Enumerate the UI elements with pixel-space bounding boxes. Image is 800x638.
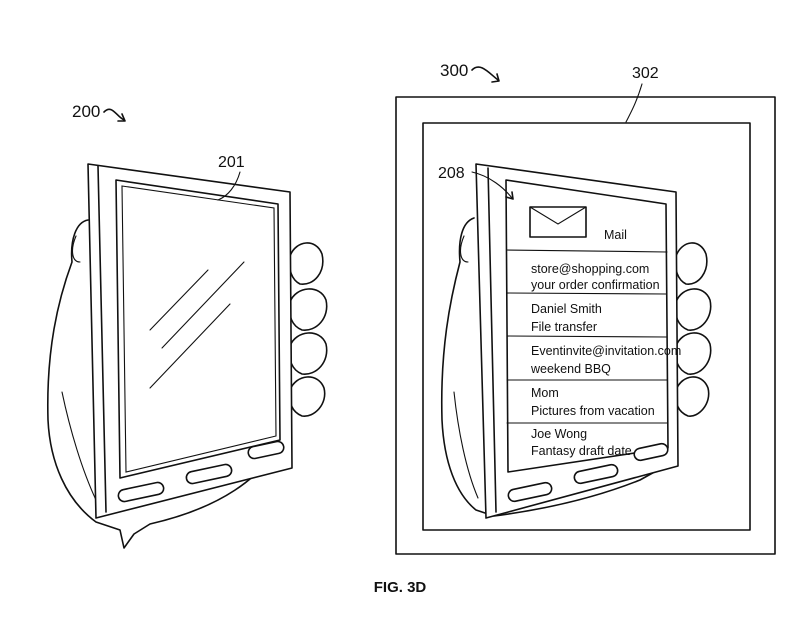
ref-arrowhead-200 <box>117 113 126 122</box>
ref-label-300: 300 <box>440 61 468 80</box>
system-300: 300 302 Mail store@ <box>395 61 776 555</box>
finger-right-2 <box>674 288 712 331</box>
glare-line-1 <box>149 269 209 331</box>
mail-item-sender: Joe Wong <box>531 427 587 441</box>
mail-item-sender: Daniel Smith <box>531 302 602 316</box>
mail-item-sender: Eventinvite@invitation.com <box>531 344 681 358</box>
mail-item[interactable]: store@shopping.com your order confirmati… <box>531 262 660 292</box>
finger-1 <box>288 242 324 285</box>
mail-divider-1 <box>506 292 668 295</box>
ref-label-208: 208 <box>438 165 465 182</box>
ref-leader-302 <box>625 83 643 123</box>
palm-crease <box>61 391 97 501</box>
envelope-flap <box>529 206 587 225</box>
finger-right-1 <box>674 242 708 285</box>
thumb-crease-right <box>459 235 469 263</box>
finger-4 <box>288 376 326 417</box>
ref-arrow-300 <box>471 66 499 81</box>
ref-arrowhead-208 <box>505 191 514 200</box>
mail-item[interactable]: Daniel Smith File transfer <box>531 302 602 334</box>
mail-item-subject: Fantasy draft date <box>531 444 632 458</box>
finger-right-4 <box>674 376 710 417</box>
ref-leader-201 <box>217 171 241 201</box>
glare-line-2 <box>161 261 245 349</box>
mail-divider-2 <box>506 335 668 338</box>
ref-label-302: 302 <box>632 65 659 82</box>
ref-arrowhead-300 <box>491 73 500 83</box>
mail-item[interactable]: Mom Pictures from vacation <box>531 386 655 418</box>
device-bezel-edge <box>97 165 107 513</box>
display-frame-outer <box>395 96 776 555</box>
glare-line-3 <box>149 303 231 389</box>
finger-3 <box>288 332 328 375</box>
mail-item[interactable]: Eventinvite@invitation.com weekend BBQ <box>530 344 681 376</box>
screen-inner-edge <box>121 185 277 473</box>
device-200: 200 201 <box>46 102 328 549</box>
device-button-right <box>247 440 285 460</box>
ref-leader-208 <box>471 171 513 199</box>
finger-2 <box>288 288 328 331</box>
screen-201 <box>115 179 281 479</box>
ref-arrow-200 <box>103 108 125 121</box>
mail-item-sender: Mom <box>531 386 559 400</box>
ref-label-200: 200 <box>72 102 100 121</box>
hand-left <box>46 219 283 549</box>
ref-label-201: 201 <box>218 154 245 171</box>
mail-item[interactable]: Joe Wong Fantasy draft date <box>531 427 632 458</box>
figure-caption: FIG. 3D <box>374 579 427 596</box>
device-bezel-edge-right <box>487 167 497 513</box>
device-button-left-right <box>507 481 553 503</box>
device-button-right-right <box>633 442 669 462</box>
device-button-left <box>117 481 165 503</box>
mail-divider-0 <box>506 249 668 253</box>
mail-item-subject: your order confirmation <box>531 278 660 292</box>
mail-item-subject: File transfer <box>531 320 597 334</box>
hand-right <box>440 217 677 517</box>
palm-crease-right <box>453 391 479 499</box>
device-button-center <box>185 463 233 485</box>
display-frame-inner <box>422 122 751 531</box>
mail-item-subject: Pictures from vacation <box>531 404 655 418</box>
mail-item-sender: store@shopping.com <box>531 262 649 276</box>
mail-header-label: Mail <box>604 228 627 242</box>
thumb-crease <box>71 235 81 263</box>
envelope-icon <box>529 206 587 238</box>
mail-item-subject: weekend BBQ <box>530 362 611 376</box>
device-button-center-right <box>573 463 619 485</box>
